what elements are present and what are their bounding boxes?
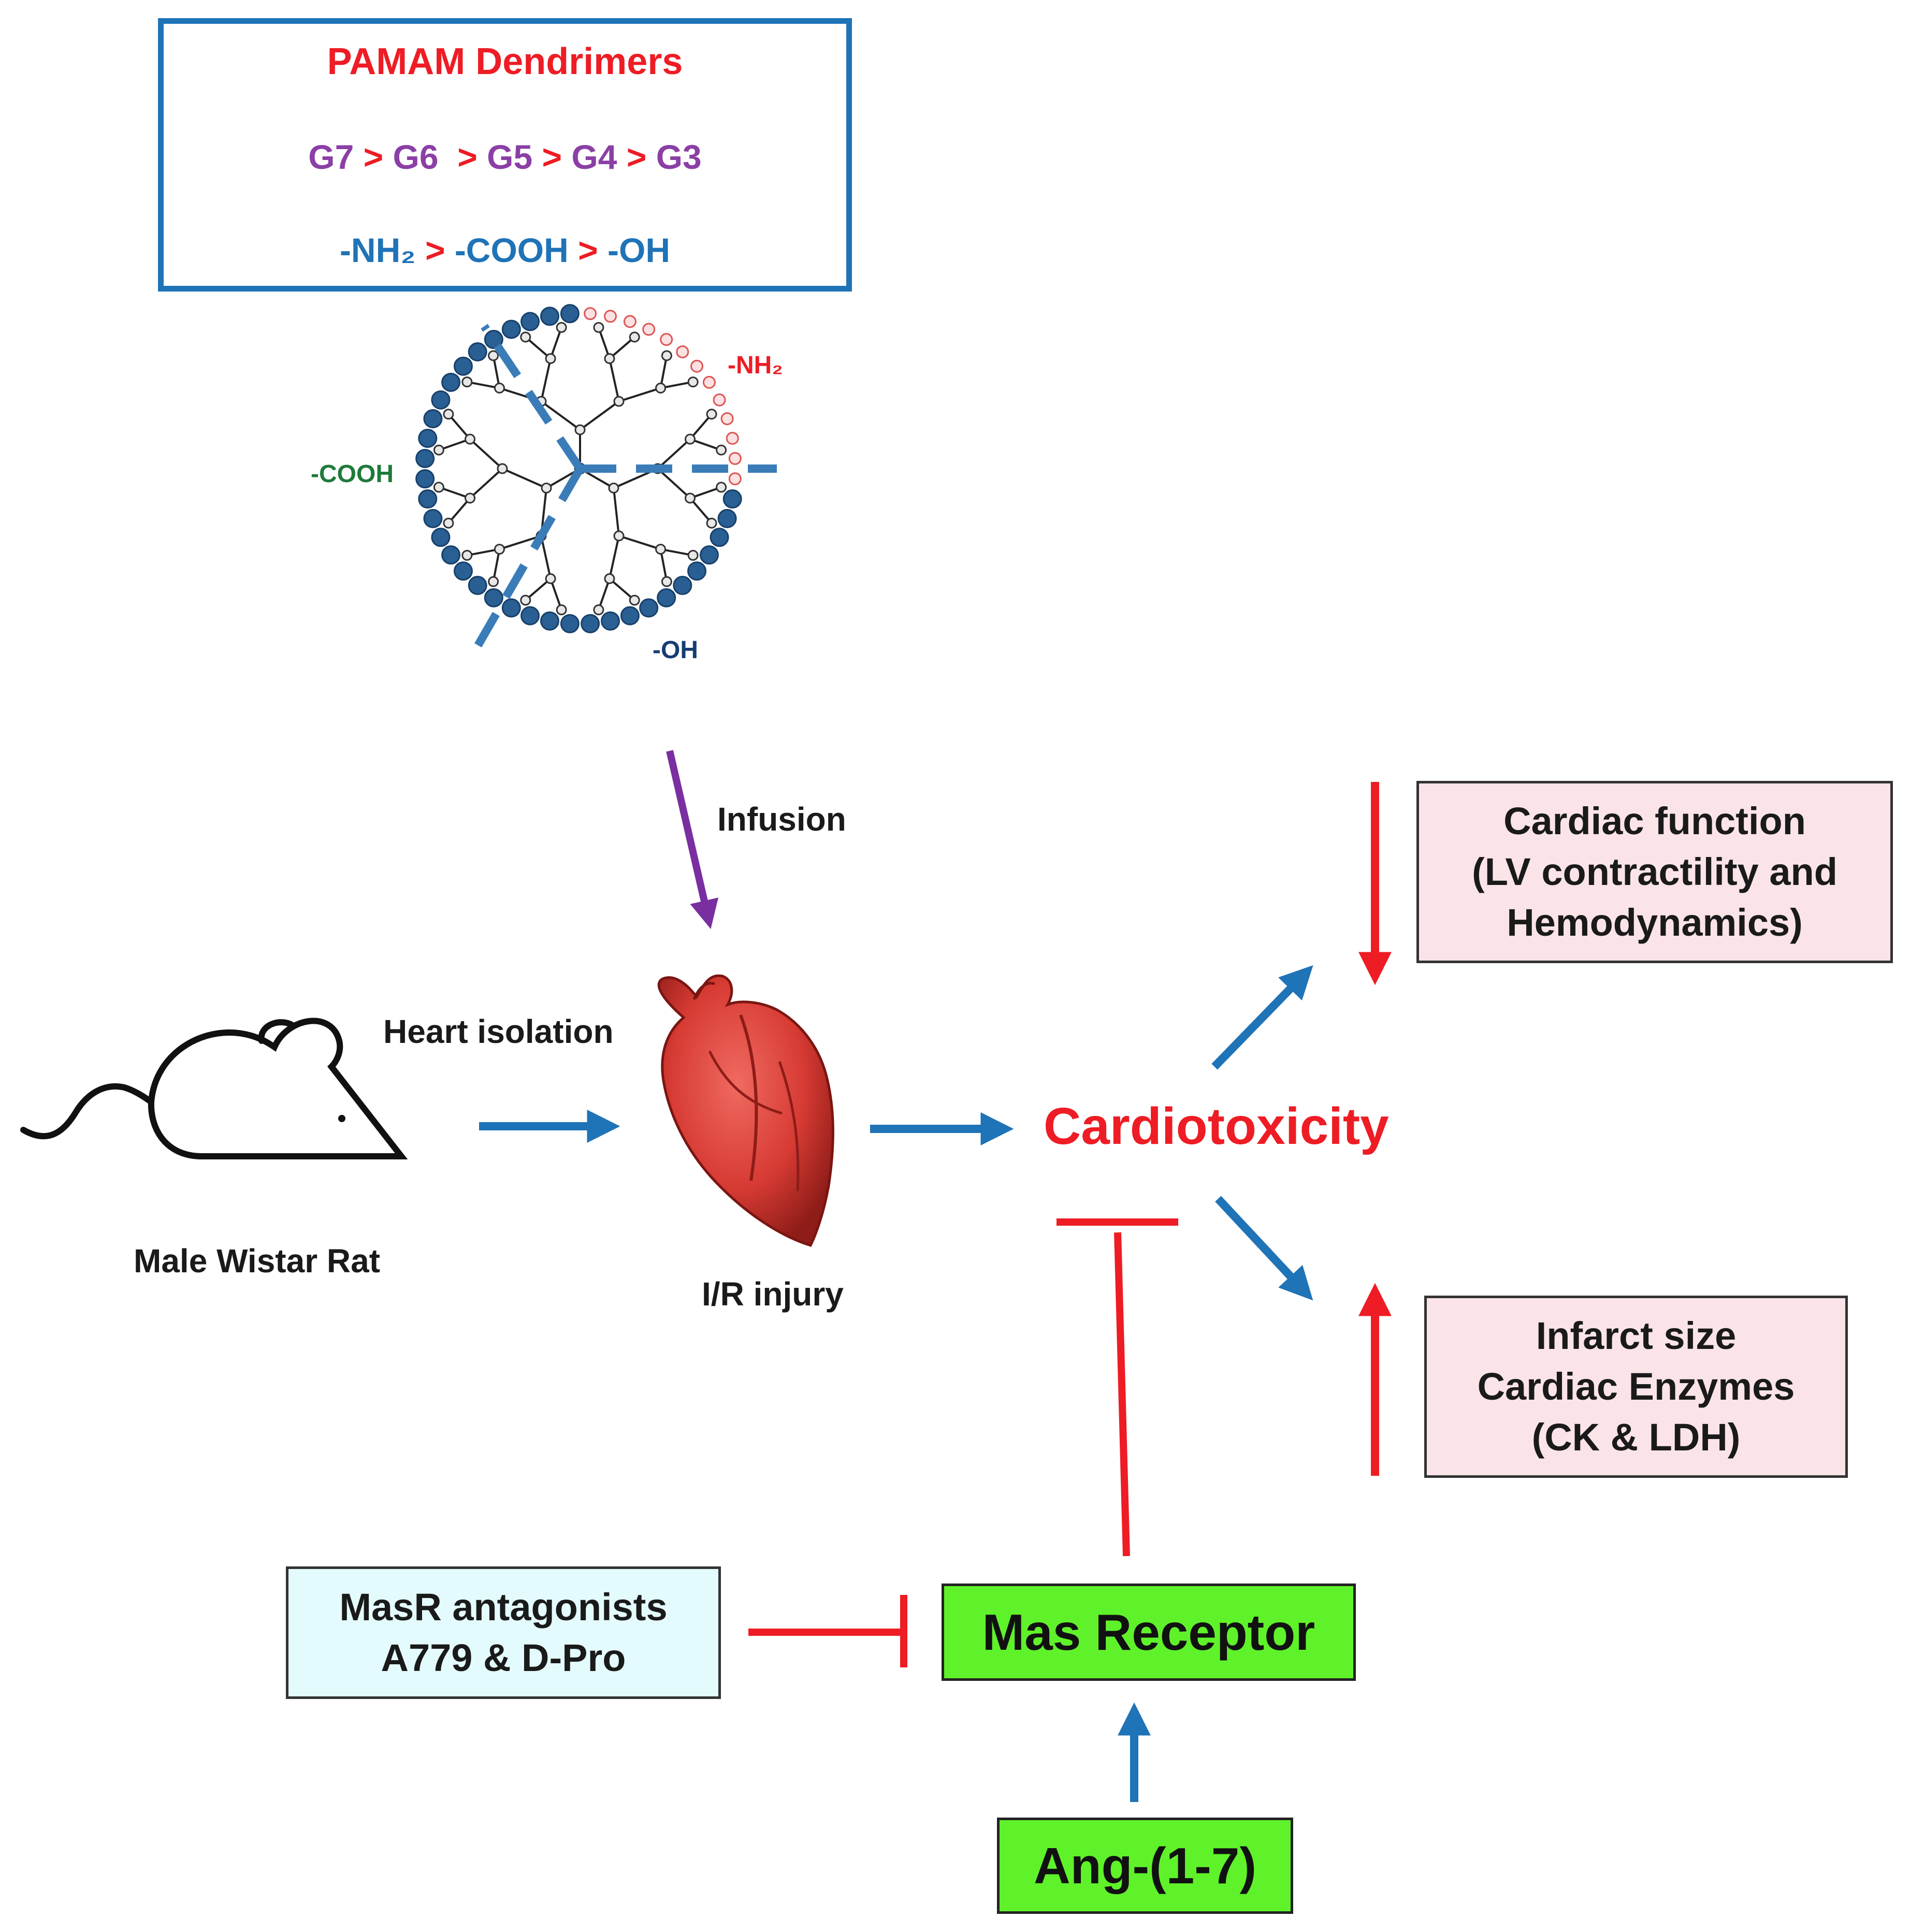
gt-sign: > [457, 138, 478, 176]
cardiotoxicity-to-cardiac-function-arrow [1211, 965, 1313, 1070]
heart-icon [657, 974, 834, 1247]
gt-sign: > [363, 138, 384, 176]
masr-antagonists-line: MasR antagonists [339, 1586, 668, 1629]
cardiac-function-box: Cardiac function (LV contractility and H… [1416, 781, 1893, 963]
gen-item: G7 [308, 138, 354, 176]
mas-receptor-label: Mas Receptor [982, 1603, 1315, 1661]
gt-sign: > [542, 138, 562, 176]
generation-ranking: G7 > G6 > G5 > G4 > G3 [158, 137, 852, 177]
rat-label: Male Wistar Rat [134, 1242, 380, 1280]
ang-label: Ang-(1-7) [1033, 1837, 1257, 1894]
dendrimer-terminal-groups [415, 304, 742, 633]
infusion-label: Infusion [717, 801, 846, 838]
group-item: -NH₂ [339, 231, 416, 269]
cooh-label: -COOH [311, 460, 394, 488]
group-item: -COOH [454, 231, 569, 269]
oh-label: -OH [653, 636, 698, 664]
dendrimer-sector-dividers [470, 324, 777, 655]
heart-isolation-label: Heart isolation [383, 1013, 614, 1050]
cardiotoxicity-label: Cardiotoxicity [1044, 1097, 1389, 1155]
pamam-box [158, 18, 852, 292]
infarct-line: (CK & LDH) [1531, 1416, 1741, 1459]
cardiac-function-line: (LV contractility and [1472, 850, 1837, 893]
gt-sign: > [425, 231, 445, 269]
ang-box: Ang-(1-7) [997, 1818, 1293, 1914]
pamam-title: PAMAM Dendrimers [327, 41, 683, 82]
nh2-label: -NH₂ [728, 352, 783, 379]
gen-item: G5 [487, 138, 533, 176]
cardiotoxicity-to-infarct-arrow [1215, 1196, 1313, 1301]
cardiac-function-line: Cardiac function [1503, 800, 1806, 842]
infarct-line: Cardiac Enzymes [1477, 1365, 1795, 1408]
gt-sign: > [626, 138, 647, 176]
surface-group-ranking: -NH₂ > -COOH > -OH [158, 230, 852, 270]
rat-icon [20, 1018, 408, 1159]
masr-antagonists-box: MasR antagonists A779 & D-Pro [286, 1566, 721, 1699]
group-item: -OH [607, 231, 671, 269]
masr-antagonists-line: A779 & D-Pro [381, 1636, 626, 1679]
mas-inhibits-cardiotoxicity [1057, 1218, 1178, 1557]
infarct-box: Infarct size Cardiac Enzymes (CK & LDH) [1424, 1296, 1848, 1478]
dendrimer-branches [438, 327, 722, 611]
gen-item: G3 [656, 138, 702, 176]
gen-item: G4 [571, 138, 617, 176]
gt-sign: > [578, 231, 598, 269]
ir-injury-label: I/R injury [702, 1275, 844, 1313]
antagonist-inhibits-mas [748, 1595, 907, 1667]
cardiac-function-line: Hemodynamics) [1507, 901, 1803, 944]
dendrimer-illustration [415, 304, 777, 655]
gen-item: G6 [393, 138, 439, 176]
infusion-arrow [666, 750, 719, 929]
rat-eye [338, 1115, 345, 1122]
infarct-line: Infarct size [1536, 1314, 1737, 1357]
mas-receptor-box: Mas Receptor [942, 1584, 1356, 1681]
